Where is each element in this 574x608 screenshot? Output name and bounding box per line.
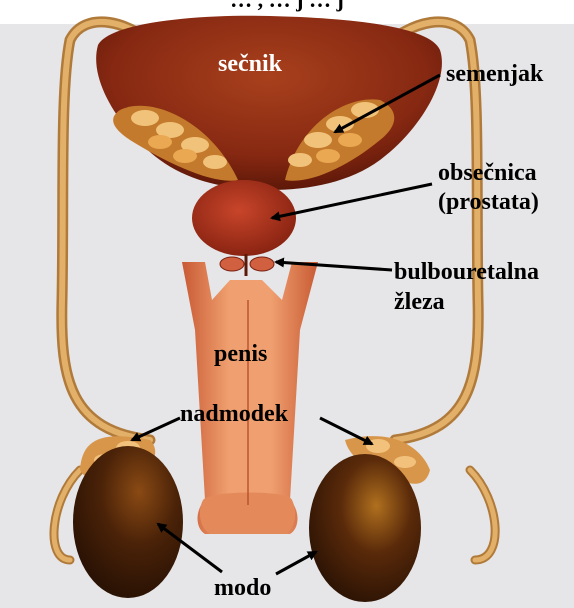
testis-right xyxy=(309,454,421,602)
arrow-prostata xyxy=(272,184,432,218)
label-prostata: (prostata) xyxy=(438,188,539,216)
label-nadmodek: nadmodek xyxy=(180,400,288,428)
label-penis: penis xyxy=(214,340,267,368)
bulbourethral-glands xyxy=(220,254,274,276)
label-semenjak: semenjak xyxy=(446,60,543,88)
label-modo: modo xyxy=(214,574,271,602)
label-secnik: sečnik xyxy=(218,50,282,78)
label-zleza: žleza xyxy=(394,288,445,316)
label-bulbouretalna: bulbouretalna xyxy=(394,258,539,286)
penis xyxy=(182,262,318,534)
testis-left xyxy=(73,446,183,598)
arrow-modo-right xyxy=(276,552,316,574)
prostate xyxy=(192,180,296,256)
arrow-nadmodek-left xyxy=(132,418,180,440)
label-obsecnica: obsečnica xyxy=(438,159,537,187)
